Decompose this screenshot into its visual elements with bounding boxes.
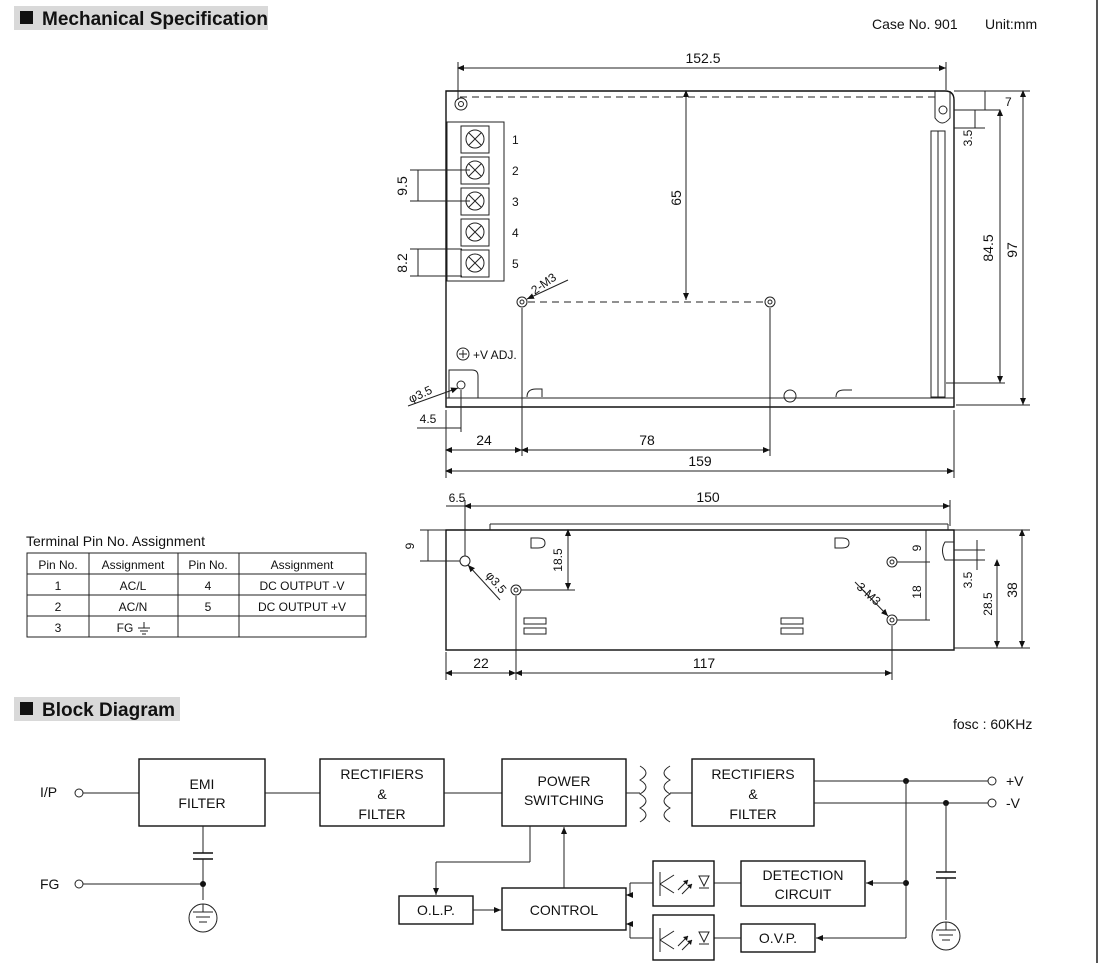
dim-117: 117 <box>693 655 716 671</box>
ovp-label: O.V.P. <box>759 930 797 946</box>
pin-label-5: 5 <box>512 257 519 271</box>
top-view-drawing: 1 2 3 4 5 +V ADJ. 152.5 65 7 3.5 <box>394 50 1030 478</box>
dim-28-5: 28.5 <box>981 592 995 616</box>
table-cell: 2 <box>55 600 62 614</box>
dim-6-5: 6.5 <box>449 491 466 505</box>
dim-18-5: 18.5 <box>551 548 565 572</box>
table-cell: AC/N <box>119 600 148 614</box>
table-cell: AC/L <box>120 579 147 593</box>
table-cell: 5 <box>205 600 212 614</box>
dim-9-5: 9.5 <box>394 176 410 196</box>
mech-title: Mechanical Specification <box>42 9 268 30</box>
square-bullet-icon <box>20 702 33 715</box>
dim-3-m3: 3-M3 <box>854 580 884 609</box>
dim-22: 22 <box>473 655 489 671</box>
block-diagram: I/P FG EMI FILTER RECTIFIERS & FILTER <box>40 758 1024 961</box>
table-cell: 4 <box>205 579 212 593</box>
block-header: Block Diagram <box>14 697 180 721</box>
output-rectifier-box <box>691 758 815 827</box>
table-cell: FG <box>117 621 134 635</box>
block-title: Block Diagram <box>42 700 175 721</box>
dim-phi-3-5-side: φ3.5 <box>483 569 510 597</box>
case-number: Case No. 901 <box>872 16 958 32</box>
square-bullet-icon <box>20 11 33 24</box>
dim-150: 150 <box>696 489 720 505</box>
dim-78: 78 <box>639 432 655 448</box>
dim-9-right: 9 <box>910 544 924 551</box>
rect2-label-1: RECTIFIERS <box>711 766 794 782</box>
rect1-label-3: FILTER <box>358 806 405 822</box>
power-label-2: SWITCHING <box>524 792 604 808</box>
dim-24: 24 <box>476 432 492 448</box>
dim-9-left: 9 <box>403 542 417 549</box>
optocoupler-icon <box>652 914 715 961</box>
table-header-assign-2: Assignment <box>271 558 334 572</box>
mech-header: Mechanical Specification <box>14 6 268 30</box>
dim-84-5: 84.5 <box>980 234 996 261</box>
terminal-title: Terminal Pin No. Assignment <box>26 533 205 549</box>
dim-3-5-side: 3.5 <box>961 571 975 588</box>
dim-8-2: 8.2 <box>394 253 410 273</box>
earth-ground-icon <box>188 903 218 933</box>
dim-3-5-top: 3.5 <box>961 129 975 146</box>
vadj-label: +V ADJ. <box>473 348 517 362</box>
dim-7: 7 <box>1005 95 1012 109</box>
terminal-table: Terminal Pin No. Assignment Pin No. Assi… <box>26 533 367 638</box>
dim-18: 18 <box>910 585 924 599</box>
pin-label-1: 1 <box>512 133 519 147</box>
dim-38: 38 <box>1004 582 1020 598</box>
input-ip-label: I/P <box>40 784 57 800</box>
terminal-screws <box>460 125 490 278</box>
rect2-label-2: & <box>748 786 758 802</box>
rect1-label-1: RECTIFIERS <box>340 766 423 782</box>
emi-label-1: EMI <box>190 776 215 792</box>
earth-ground-icon <box>931 921 961 951</box>
table-cell: DC OUTPUT +V <box>258 600 346 614</box>
control-label: CONTROL <box>530 902 599 918</box>
detection-label-1: DETECTION <box>763 867 844 883</box>
dim-4-5: 4.5 <box>420 412 437 426</box>
ground-icon <box>138 622 150 635</box>
output-plus-v: +V <box>1006 773 1024 789</box>
rect2-label-3: FILTER <box>729 806 776 822</box>
transformer-icon <box>639 765 671 823</box>
power-label-1: POWER <box>538 773 591 789</box>
table-header-pin-2: Pin No. <box>188 558 227 572</box>
dim-phi-3-5-top: φ3.5 <box>406 383 434 406</box>
rect1-label-2: & <box>377 786 387 802</box>
table-cell: DC OUTPUT -V <box>259 579 344 593</box>
pin-label-2: 2 <box>512 164 519 178</box>
fosc-label: fosc : 60KHz <box>953 716 1032 732</box>
dim-65: 65 <box>668 190 684 206</box>
table-header-pin-1: Pin No. <box>38 558 77 572</box>
optocoupler-icon <box>652 860 715 907</box>
olp-label: O.L.P. <box>417 902 455 918</box>
dim-2-m3: 2-M3 <box>528 270 559 297</box>
output-minus-v: -V <box>1006 795 1021 811</box>
emi-filter-box <box>138 758 266 827</box>
dim-152-5: 152.5 <box>685 50 720 66</box>
table-cell: 3 <box>55 621 62 635</box>
pin-label-3: 3 <box>512 195 519 209</box>
table-header-assign-1: Assignment <box>102 558 165 572</box>
unit-label: Unit:mm <box>985 16 1037 32</box>
pin-label-4: 4 <box>512 226 519 240</box>
input-fg-label: FG <box>40 876 59 892</box>
emi-label-2: FILTER <box>178 795 225 811</box>
side-view-drawing: 6.5 150 9 18.5 φ3.5 9 18 3-M3 3.5 28.5 <box>403 489 1030 680</box>
detection-label-2: CIRCUIT <box>775 886 832 902</box>
dim-97: 97 <box>1004 242 1020 258</box>
table-cell: 1 <box>55 579 62 593</box>
dim-159: 159 <box>688 453 712 469</box>
